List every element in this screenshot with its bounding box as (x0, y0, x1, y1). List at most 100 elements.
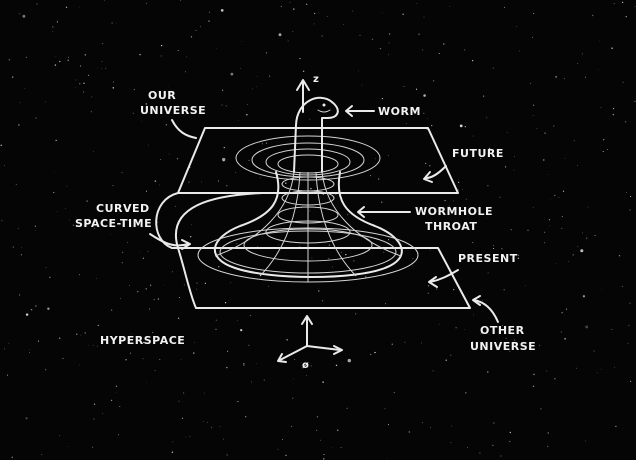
star (160, 55, 162, 57)
arrow-wormhole-throat (357, 206, 411, 218)
star (345, 253, 347, 256)
star (488, 147, 491, 150)
star (309, 210, 311, 212)
star (332, 446, 334, 448)
star (246, 104, 248, 105)
star (560, 331, 562, 333)
label-curved-space-time-line1: CURVED (96, 202, 150, 215)
star (224, 302, 227, 304)
star (208, 11, 210, 13)
star (558, 197, 560, 199)
star (554, 378, 556, 380)
star (282, 439, 283, 441)
star (79, 364, 81, 366)
star (319, 439, 321, 441)
star (126, 242, 128, 244)
star (504, 6, 505, 8)
star (487, 371, 489, 373)
star (510, 229, 512, 231)
star (190, 224, 192, 226)
star (530, 343, 532, 345)
star (487, 272, 489, 274)
star (230, 72, 234, 76)
star (509, 350, 511, 352)
star (59, 337, 61, 339)
star (72, 224, 74, 226)
star (17, 228, 19, 230)
star (430, 143, 432, 144)
star (25, 417, 28, 420)
star (56, 21, 59, 23)
star (147, 339, 149, 342)
star (115, 23, 117, 25)
star (102, 412, 104, 414)
star (222, 89, 224, 91)
star (564, 78, 565, 80)
star (165, 124, 168, 126)
star (546, 445, 549, 448)
star (577, 63, 579, 64)
star (115, 385, 118, 387)
star (634, 100, 636, 102)
star (88, 345, 90, 347)
star (385, 303, 387, 305)
star (115, 391, 117, 393)
star (257, 246, 259, 247)
star (101, 60, 103, 63)
star (256, 76, 258, 77)
star (80, 334, 82, 336)
star (486, 218, 487, 219)
label-hyperspace: HYPERSPACE (100, 334, 185, 347)
star (450, 354, 452, 356)
star (8, 343, 10, 345)
star (561, 311, 563, 314)
star (122, 251, 124, 253)
star (564, 338, 566, 340)
star (613, 3, 615, 5)
star (185, 436, 187, 438)
star (412, 265, 413, 267)
star (611, 47, 613, 49)
label-other-universe-line2: UNIVERSE (470, 340, 536, 353)
star (91, 446, 94, 448)
star (381, 12, 383, 14)
star (158, 184, 160, 186)
star (75, 79, 77, 81)
star (111, 22, 113, 24)
star (525, 285, 526, 286)
star (97, 324, 99, 326)
star (322, 381, 324, 383)
star (544, 132, 546, 134)
star (506, 132, 508, 133)
star (65, 208, 67, 209)
worm-smile (317, 109, 331, 113)
star (388, 54, 390, 56)
star (499, 196, 501, 198)
star (630, 195, 632, 198)
label-our-universe-line1: OUR (148, 89, 176, 102)
star (408, 431, 410, 433)
star (601, 368, 602, 370)
star (248, 159, 250, 161)
star (241, 41, 243, 43)
star (554, 194, 556, 197)
star (340, 447, 342, 449)
star (423, 112, 425, 115)
star (594, 234, 596, 237)
star (555, 76, 557, 78)
star (532, 115, 534, 117)
star (379, 47, 382, 50)
star (160, 44, 163, 47)
star (152, 331, 154, 333)
star (29, 352, 31, 354)
star (79, 83, 81, 85)
star (564, 158, 566, 159)
star (110, 309, 113, 311)
star (509, 440, 511, 442)
star (449, 5, 451, 7)
star (548, 225, 550, 227)
star (343, 23, 345, 25)
star (629, 302, 631, 304)
star (291, 425, 293, 428)
